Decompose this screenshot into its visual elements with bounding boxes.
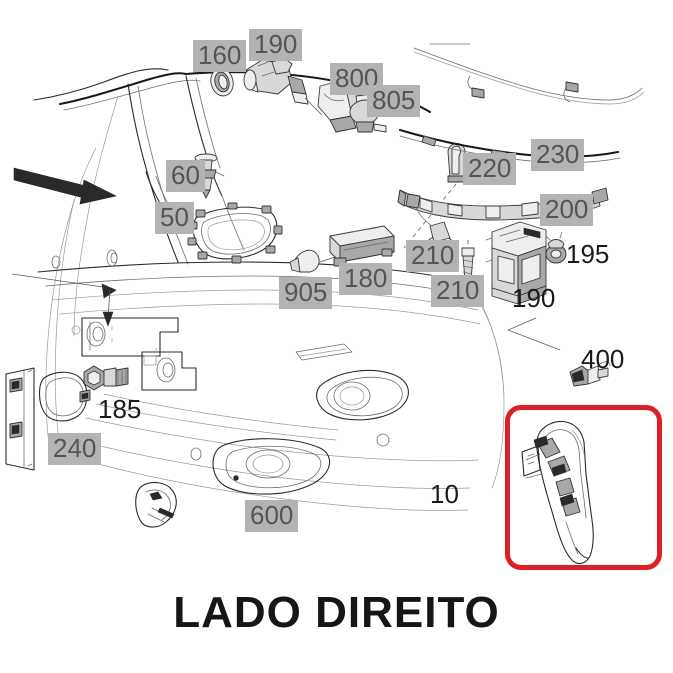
part-195-screw — [545, 231, 567, 264]
part-180-control-module — [329, 225, 395, 267]
part-185-bolt — [83, 365, 129, 391]
callout-210-upper: 210 — [406, 240, 460, 272]
callout-160: 160 — [193, 40, 247, 72]
callout-190-top: 190 — [249, 29, 303, 61]
callout-180: 180 — [339, 263, 393, 295]
left-pointer-arrow — [13, 167, 117, 205]
callout-905: 905 — [279, 277, 333, 309]
part-220-bracket-clip — [403, 143, 467, 249]
callout-600: 600 — [245, 500, 299, 532]
part-160-sensor-ring — [210, 67, 234, 97]
part-230-wire-harness — [413, 43, 645, 105]
highlight-leader-line — [507, 317, 537, 331]
left-mounting-panel — [5, 367, 35, 471]
highlighted-right-side-bracket — [521, 420, 594, 565]
callout-185: 185 — [98, 394, 142, 424]
callout-10: 10 — [430, 479, 459, 509]
callout-805: 805 — [367, 85, 421, 117]
part-400-clip — [507, 329, 611, 387]
callout-220: 220 — [463, 153, 517, 185]
callout-210-lower: 210 — [431, 275, 485, 307]
part-190-module-housing — [485, 221, 547, 305]
callout-230: 230 — [531, 139, 585, 171]
callout-400: 400 — [581, 344, 625, 374]
part-240-tow-hook-cover — [38, 371, 91, 422]
part-190-parking-sensor — [243, 57, 309, 105]
part-210-screw — [461, 240, 475, 289]
callout-195: 195 — [566, 239, 610, 269]
secondary-pointer-arrow — [11, 273, 117, 327]
callout-50: 50 — [155, 202, 194, 234]
callout-240: 240 — [48, 433, 102, 465]
highlight-box — [505, 405, 662, 570]
part-905-plug — [289, 249, 345, 273]
diagram-caption: LADO DIREITO — [173, 588, 500, 637]
callout-190-right: 190 — [512, 283, 556, 313]
callout-200: 200 — [540, 194, 594, 226]
part-50-grille-frame — [187, 202, 283, 264]
callout-60: 60 — [166, 160, 205, 192]
